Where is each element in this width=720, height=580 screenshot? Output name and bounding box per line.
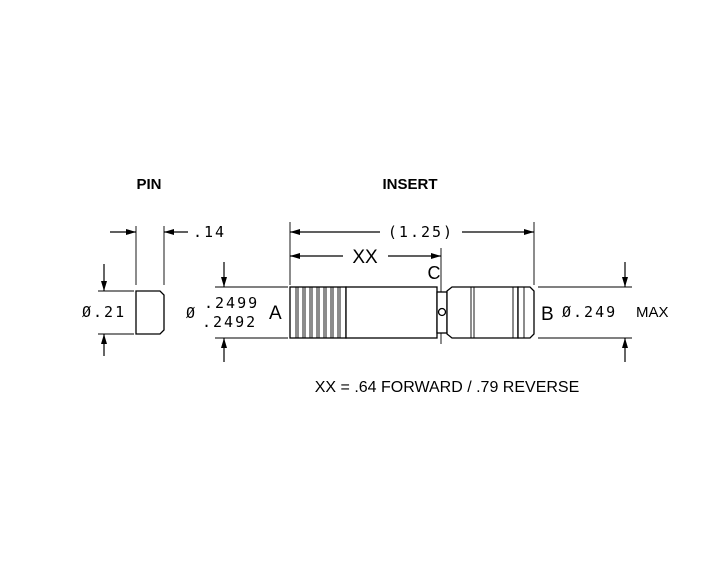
overall-length-label: (1.25): [388, 223, 454, 241]
a-diameter-prefix: Ø: [186, 304, 197, 322]
pin-view: .14 Ø.21: [82, 223, 226, 356]
a-diameter-upper: .2499: [204, 294, 259, 312]
pin-length-label: .14: [193, 223, 226, 241]
ref-b-label: B: [541, 304, 554, 325]
barrel-section: [345, 286, 438, 339]
xx-label: XX: [352, 247, 378, 268]
pin-body: [135, 290, 165, 335]
end-collar: [517, 286, 535, 339]
a-diameter-lower: .2492: [202, 313, 257, 331]
cross-hole: [437, 307, 447, 317]
insert-view: (1.25) XX C: [186, 222, 669, 362]
thread-lines: [295, 287, 341, 338]
insert-header: INSERT: [382, 176, 437, 193]
contact-body: [446, 286, 519, 339]
ref-c-label: C: [428, 263, 441, 283]
xx-note: XX = .64 FORWARD / .79 REVERSE: [315, 379, 580, 396]
threaded-section: [289, 286, 347, 339]
b-diameter-suffix: MAX: [636, 304, 669, 321]
b-diameter-label: Ø.249: [562, 303, 617, 321]
pin-header: PIN: [136, 176, 161, 193]
pin-diameter-label: Ø.21: [82, 303, 126, 321]
ref-a-label: A: [269, 303, 282, 324]
